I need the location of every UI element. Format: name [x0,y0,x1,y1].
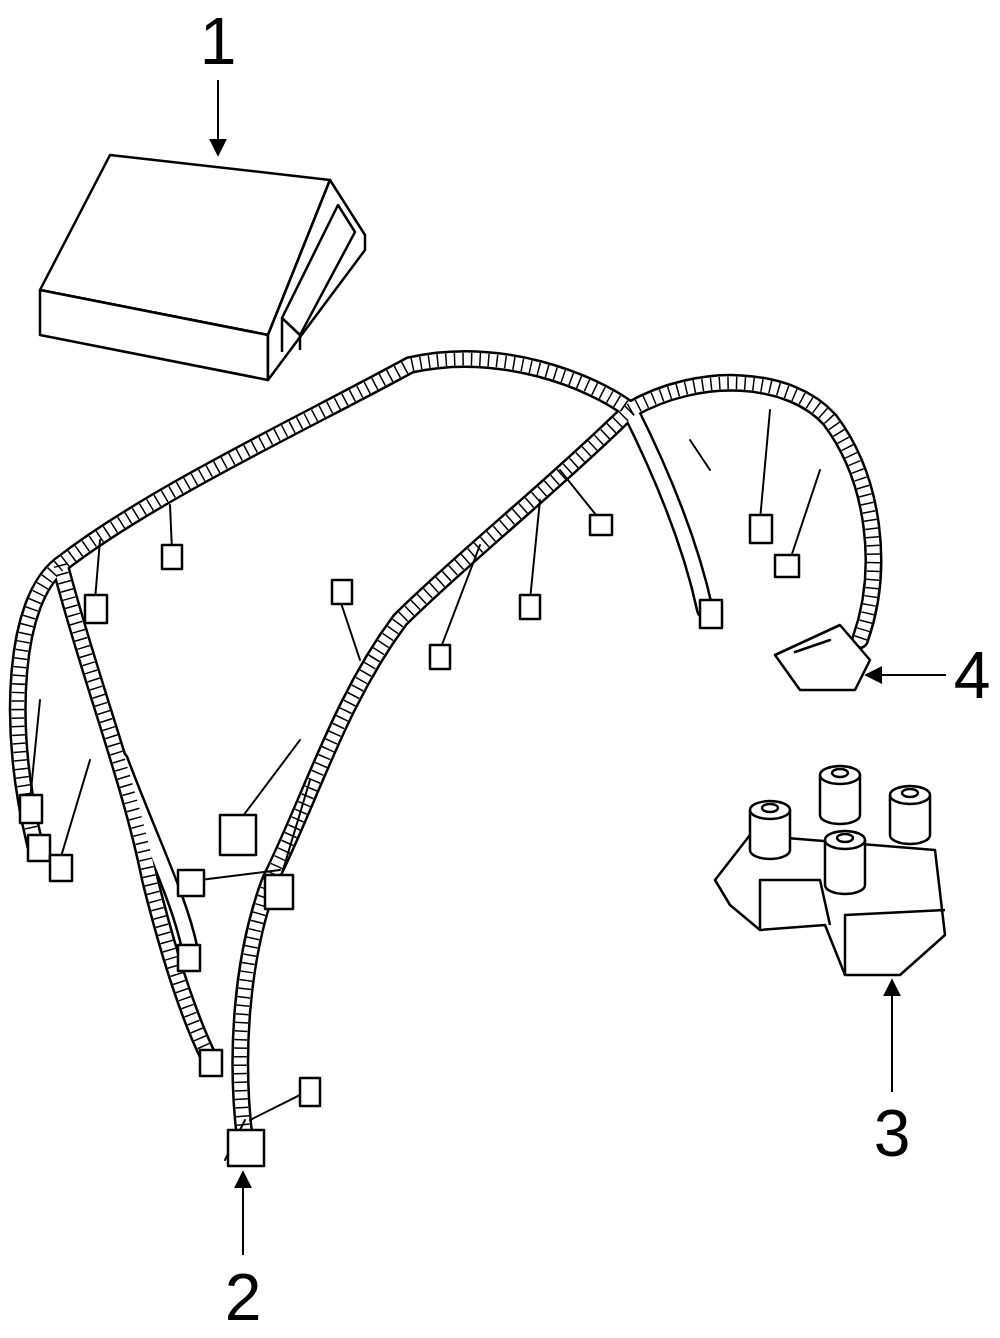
callout-number: 4 [954,642,991,708]
leader-line [217,80,219,155]
control-module [40,155,365,380]
callout-number: 1 [200,8,237,74]
ignition-coil [715,766,945,975]
leader-line [891,980,893,1092]
leader-line [242,1172,244,1255]
callout-number: 3 [874,1100,911,1166]
callout-number: 2 [225,1264,262,1330]
leader-line [866,674,946,676]
wiring-harness [18,359,874,1166]
leader-lines [218,80,946,1255]
